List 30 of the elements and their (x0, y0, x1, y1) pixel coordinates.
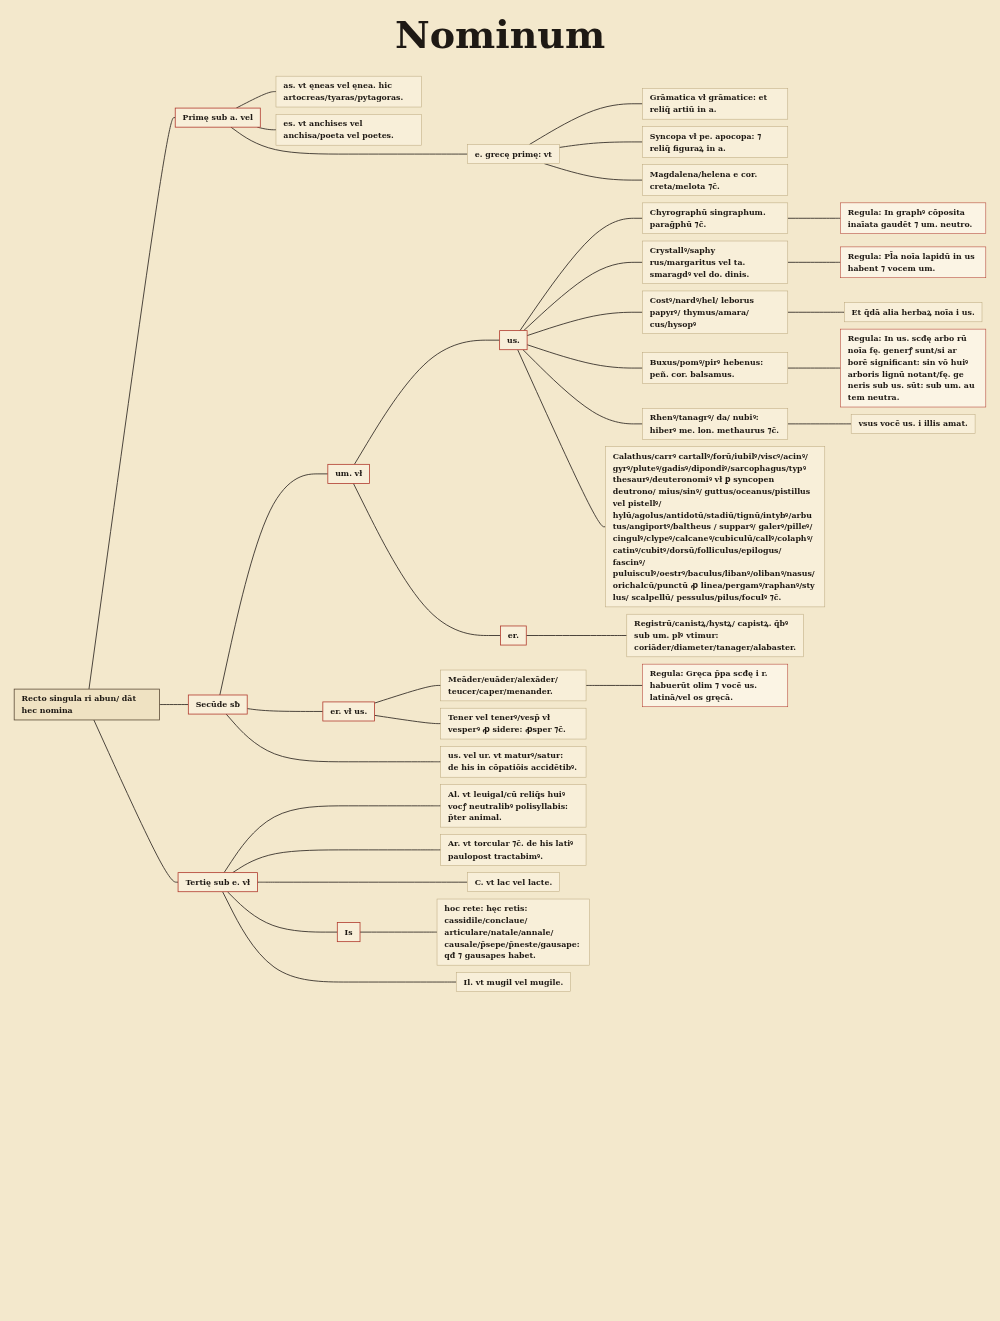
connector (374, 714, 442, 725)
connector (522, 349, 643, 425)
connector (558, 141, 643, 148)
connector (525, 635, 628, 636)
connector (585, 685, 643, 686)
connector (232, 849, 442, 874)
connector (257, 881, 468, 883)
connector (159, 704, 189, 705)
connector (517, 349, 606, 528)
connector (235, 91, 277, 109)
connector (519, 217, 643, 332)
connector (523, 261, 643, 332)
title: Nominum (394, 12, 606, 57)
connector (354, 339, 501, 465)
connector (526, 311, 643, 337)
connector (526, 344, 643, 369)
connector (88, 117, 176, 690)
connector (787, 261, 841, 263)
connector (93, 719, 179, 883)
connector (246, 708, 324, 712)
connector (787, 311, 845, 313)
connector (222, 891, 457, 983)
connector (787, 217, 841, 219)
connector (219, 473, 329, 696)
connector (226, 891, 338, 933)
connector (374, 685, 442, 704)
connector (225, 713, 442, 763)
connector (223, 805, 442, 874)
connector (353, 483, 501, 636)
connector (528, 103, 643, 145)
